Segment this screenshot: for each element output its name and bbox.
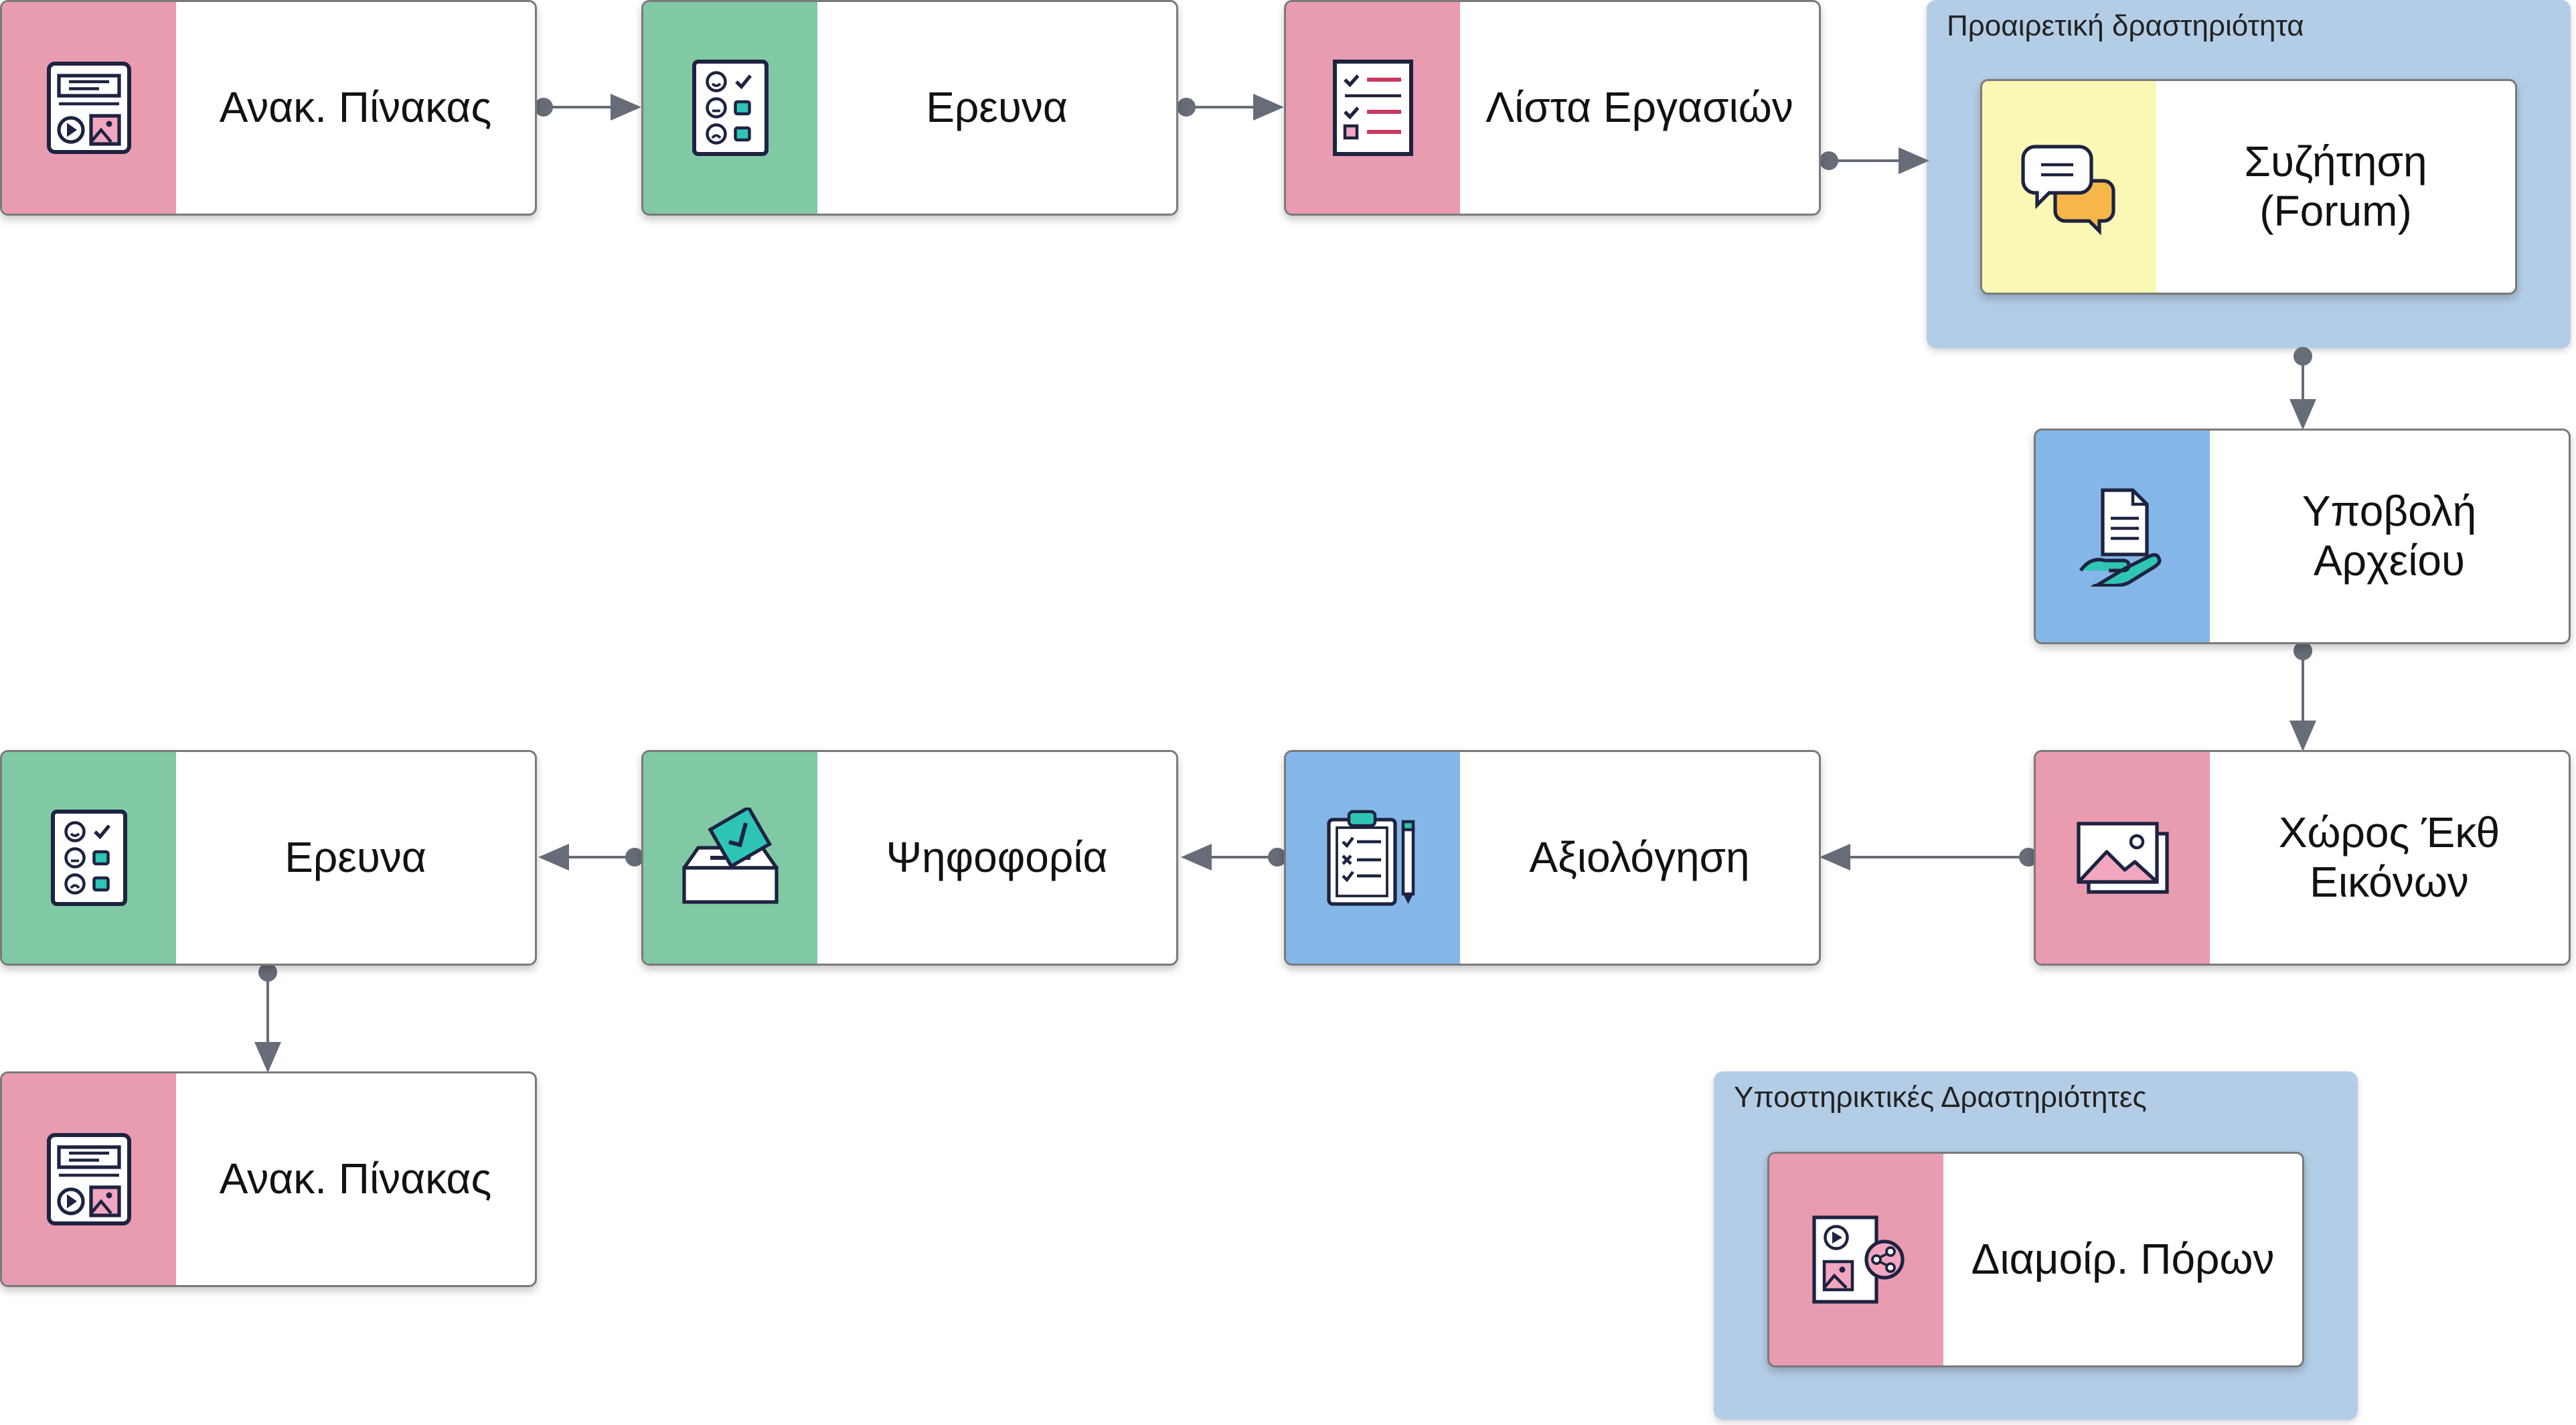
node-icon-panel bbox=[2, 2, 176, 214]
node-image-gallery[interactable]: Χώρος Έκθ Εικόνων bbox=[2034, 750, 2571, 966]
clipboard-pencil-icon bbox=[1327, 810, 1415, 906]
node-label: Αξιολόγηση bbox=[1529, 833, 1750, 882]
node-icon-panel bbox=[2036, 752, 2210, 964]
gallery-icon bbox=[2077, 822, 2169, 894]
node-survey-1[interactable]: Ερευνα bbox=[641, 0, 1178, 216]
node-label: Ανακ. Πίνακας bbox=[219, 1154, 492, 1203]
node-icon-panel bbox=[2, 1073, 176, 1285]
node-forum[interactable]: Συζήτηση (Forum) bbox=[1980, 79, 2517, 295]
node-voting[interactable]: Ψηφοφορία bbox=[641, 750, 1178, 966]
node-icon-panel bbox=[1286, 2, 1460, 214]
node-survey-2[interactable]: Ερευνα bbox=[0, 750, 537, 966]
node-icon-panel bbox=[643, 2, 817, 214]
file-hand-icon bbox=[2079, 488, 2162, 587]
node-label: Υποβολή Αρχείου bbox=[2302, 487, 2477, 585]
connector-n7-n8 bbox=[1181, 844, 1287, 871]
connector-n9-n10 bbox=[254, 963, 281, 1073]
chat-bubbles-icon bbox=[2021, 145, 2115, 236]
share-media-icon bbox=[1812, 1215, 1905, 1304]
node-label: Λίστα Εργασιών bbox=[1485, 83, 1793, 132]
connector-n1-n2 bbox=[534, 94, 641, 121]
node-icon-panel bbox=[1982, 81, 2156, 293]
board-media-icon bbox=[47, 1133, 131, 1225]
node-file-submission[interactable]: Υποβολή Αρχείου bbox=[2034, 429, 2571, 644]
node-label: Ψηφοφορία bbox=[886, 833, 1108, 882]
node-label: Ερευνα bbox=[926, 83, 1068, 132]
board-media-icon bbox=[47, 62, 131, 154]
node-icon-panel bbox=[643, 752, 817, 964]
node-label: Ερευνα bbox=[285, 833, 426, 882]
node-label: Χώρος Έκθ Εικόνων bbox=[2278, 808, 2500, 906]
node-label: Συζήτηση (Forum) bbox=[2244, 137, 2427, 235]
node-task-list[interactable]: Λίστα Εργασιών bbox=[1284, 0, 1821, 216]
optional-activity-group-title: Προαιρετική δραστηριότητα bbox=[1947, 9, 2304, 42]
checklist-icon bbox=[1333, 60, 1413, 156]
connector-n3-optional bbox=[1820, 147, 1929, 174]
connector-n2-n3 bbox=[1177, 94, 1284, 121]
node-assessment[interactable]: Αξιολόγηση bbox=[1284, 750, 1821, 966]
node-icon-panel bbox=[2, 752, 176, 964]
node-icon-panel bbox=[1286, 752, 1460, 964]
node-bulletin-board-1[interactable]: Ανακ. Πίνακας bbox=[0, 0, 537, 216]
supporting-activities-group-title: Υποστηρικτικές Δραστηριότητες bbox=[1734, 1081, 2147, 1114]
node-label: Ανακ. Πίνακας bbox=[219, 83, 492, 132]
connector-n6-n7 bbox=[1820, 844, 2038, 871]
node-label: Διαμοίρ. Πόρων bbox=[1971, 1235, 2275, 1284]
node-resource-sharing[interactable]: Διαμοίρ. Πόρων bbox=[1767, 1152, 2304, 1367]
survey-icon bbox=[51, 810, 127, 906]
connector-n5-n6 bbox=[2289, 642, 2316, 751]
ballot-box-icon bbox=[682, 808, 779, 904]
node-icon-panel bbox=[1769, 1154, 1943, 1365]
node-bulletin-board-2[interactable]: Ανακ. Πίνακας bbox=[0, 1071, 537, 1287]
node-icon-panel bbox=[2036, 431, 2210, 642]
connector-optional-n5 bbox=[2289, 347, 2316, 430]
connector-n8-n9 bbox=[538, 844, 644, 871]
survey-icon bbox=[692, 60, 769, 156]
